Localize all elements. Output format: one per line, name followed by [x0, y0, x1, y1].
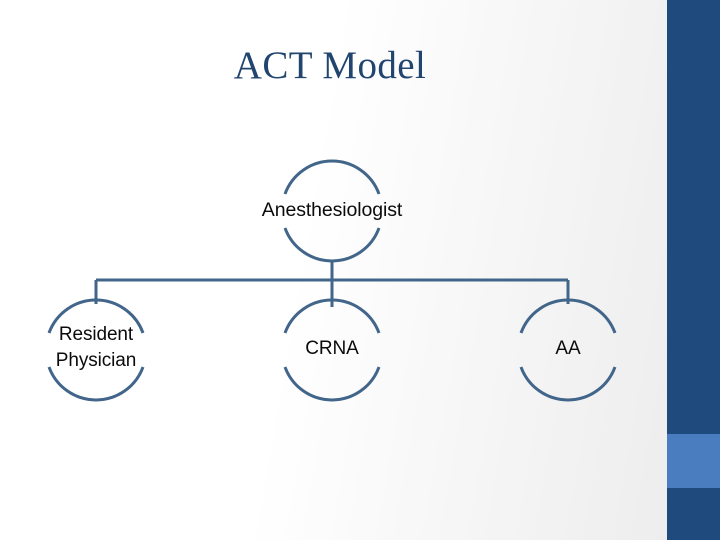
node-crna-arc-bottom: [283, 366, 381, 402]
node-label-crna: CRNA: [305, 338, 359, 359]
node-label-resident-physician: Resident Physician: [55, 324, 137, 371]
node-aa-arc-bottom: [519, 366, 617, 402]
root-node-arc-bottom: [283, 227, 381, 263]
node-label-aa: AA: [555, 338, 581, 359]
page-title: ACT Model: [233, 44, 427, 87]
root-node-arc-top: [283, 159, 381, 195]
node-resident-physician-arc-bottom: [47, 366, 145, 402]
node-crna-arc-top: [283, 298, 381, 334]
node-aa-arc-top: [519, 298, 617, 334]
node-label-anesthesiologist: Anesthesiologist: [261, 199, 403, 221]
right-sidebar-accent-block: [667, 434, 720, 488]
node-resident-physician-arc-top: [47, 298, 145, 334]
